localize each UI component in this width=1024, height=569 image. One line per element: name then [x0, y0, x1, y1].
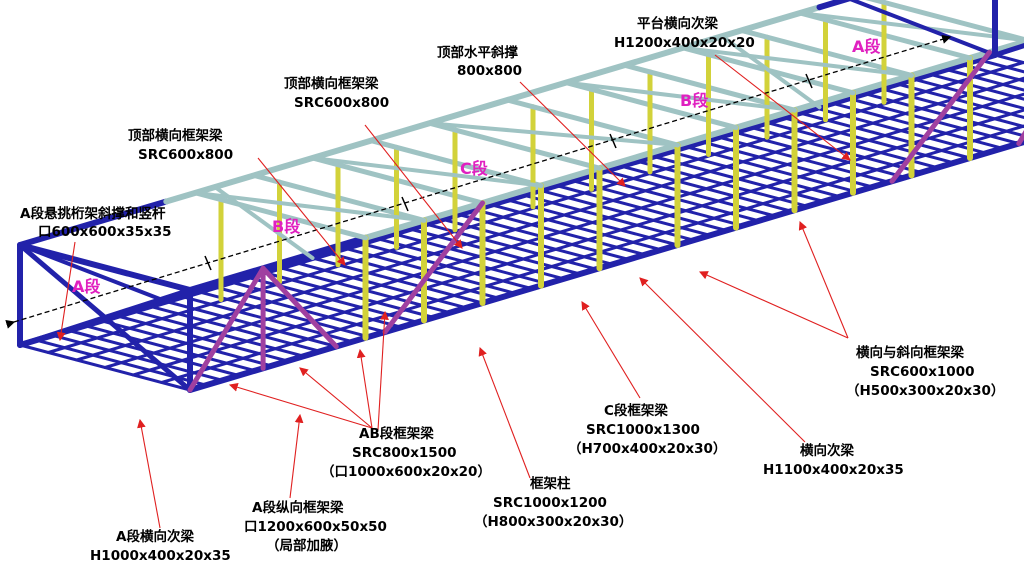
- svg-text:平台横向次梁: 平台横向次梁: [637, 15, 718, 32]
- segment-label-a-left: A段: [72, 277, 101, 296]
- svg-text:横向与斜向框架梁: 横向与斜向框架梁: [856, 344, 964, 361]
- svg-text:SRC1000x1200: SRC1000x1200: [493, 495, 607, 511]
- segment-ticks: [204, 73, 813, 271]
- svg-text:SRC600x1000: SRC600x1000: [870, 364, 975, 380]
- label-c-frame-beam: C段框架梁 SRC1000x1300 （H700x400x20x30）: [568, 402, 726, 457]
- label-a-longitudinal-beam: A段纵向框架梁 口1200x600x50x50 （局部加腋）: [244, 499, 387, 554]
- label-top-frame-beam-1: 顶部横向框架梁 SRC600x800: [128, 127, 233, 163]
- label-a-transverse-beam: A段横向次梁 H1000x400x20x35: [90, 528, 231, 564]
- svg-text:口1200x600x50x50: 口1200x600x50x50: [244, 519, 387, 535]
- svg-text:（口1000x600x20x20）: （口1000x600x20x20）: [321, 464, 491, 480]
- svg-text:横向次梁: 横向次梁: [800, 442, 854, 459]
- top-frame-beam: [865, 0, 1024, 42]
- svg-text:800x800: 800x800: [457, 63, 522, 79]
- svg-text:框架柱: 框架柱: [530, 475, 571, 492]
- label-top-horizontal-brace: 顶部水平斜撑 800x800: [437, 44, 522, 79]
- svg-text:口600x600x35x35: 口600x600x35x35: [38, 224, 172, 240]
- svg-text:顶部水平斜撑: 顶部水平斜撑: [437, 44, 518, 61]
- svg-text:顶部横向框架梁: 顶部横向框架梁: [128, 127, 223, 144]
- svg-text:（H700x400x20x30）: （H700x400x20x30）: [568, 441, 726, 457]
- label-top-frame-beam-2: 顶部横向框架梁 SRC600x800: [284, 75, 389, 111]
- svg-text:H1100x400x20x35: H1100x400x20x35: [763, 462, 904, 478]
- svg-text:（H800x300x20x30）: （H800x300x20x30）: [474, 514, 632, 530]
- label-ab-frame-beam: AB段框架梁 SRC800x1500 （口1000x600x20x20）: [321, 425, 491, 480]
- svg-text:A段纵向框架梁: A段纵向框架梁: [252, 499, 344, 516]
- floor-longitudinal-beam: [103, 92, 1024, 369]
- svg-text:顶部横向框架梁: 顶部横向框架梁: [284, 75, 379, 92]
- label-transverse-secondary-beam: 横向次梁 H1100x400x20x35: [763, 442, 904, 478]
- svg-text:SRC1000x1300: SRC1000x1300: [586, 422, 700, 438]
- svg-text:AB段框架梁: AB段框架梁: [359, 425, 434, 442]
- end-diagonal: [992, 42, 1024, 58]
- svg-text:H1000x400x20x35: H1000x400x20x35: [90, 548, 231, 564]
- segment-label-b-left: B段: [272, 217, 301, 236]
- label-cantilever-brace: A段悬挑桁架斜撑和竖杆 口600x600x35x35: [20, 205, 172, 240]
- svg-text:（H500x300x20x30）: （H500x300x20x30）: [846, 383, 1004, 399]
- top-horizontal-brace: [798, 11, 1024, 43]
- label-frame-column: 框架柱 SRC1000x1200 （H800x300x20x30）: [474, 475, 632, 530]
- svg-text:H1200x400x20x20: H1200x400x20x20: [614, 35, 755, 51]
- svg-text:A段横向次梁: A段横向次梁: [116, 528, 194, 545]
- label-platform-beam: 平台横向次梁 H1200x400x20x20: [614, 15, 755, 51]
- svg-text:（局部加腋）: （局部加腋）: [266, 537, 347, 554]
- svg-text:SRC600x800: SRC600x800: [138, 147, 233, 163]
- svg-text:C段框架梁: C段框架梁: [604, 402, 668, 419]
- label-diagonal-frame-beam: 横向与斜向框架梁 SRC600x1000 （H500x300x20x30）: [846, 344, 1004, 399]
- segment-label-c: C段: [460, 159, 489, 178]
- svg-text:SRC800x1500: SRC800x1500: [352, 445, 457, 461]
- svg-text:SRC600x800: SRC600x800: [294, 95, 389, 111]
- leader-lines: [56, 54, 851, 529]
- segment-label-b-right: B段: [680, 91, 709, 110]
- svg-text:A段悬挑桁架斜撑和竖杆: A段悬挑桁架斜撑和竖杆: [20, 205, 166, 222]
- segment-label-a-right: A段: [852, 37, 881, 56]
- cantilever-brace-back: [847, 0, 997, 57]
- segment-dimension-line: [5, 34, 952, 329]
